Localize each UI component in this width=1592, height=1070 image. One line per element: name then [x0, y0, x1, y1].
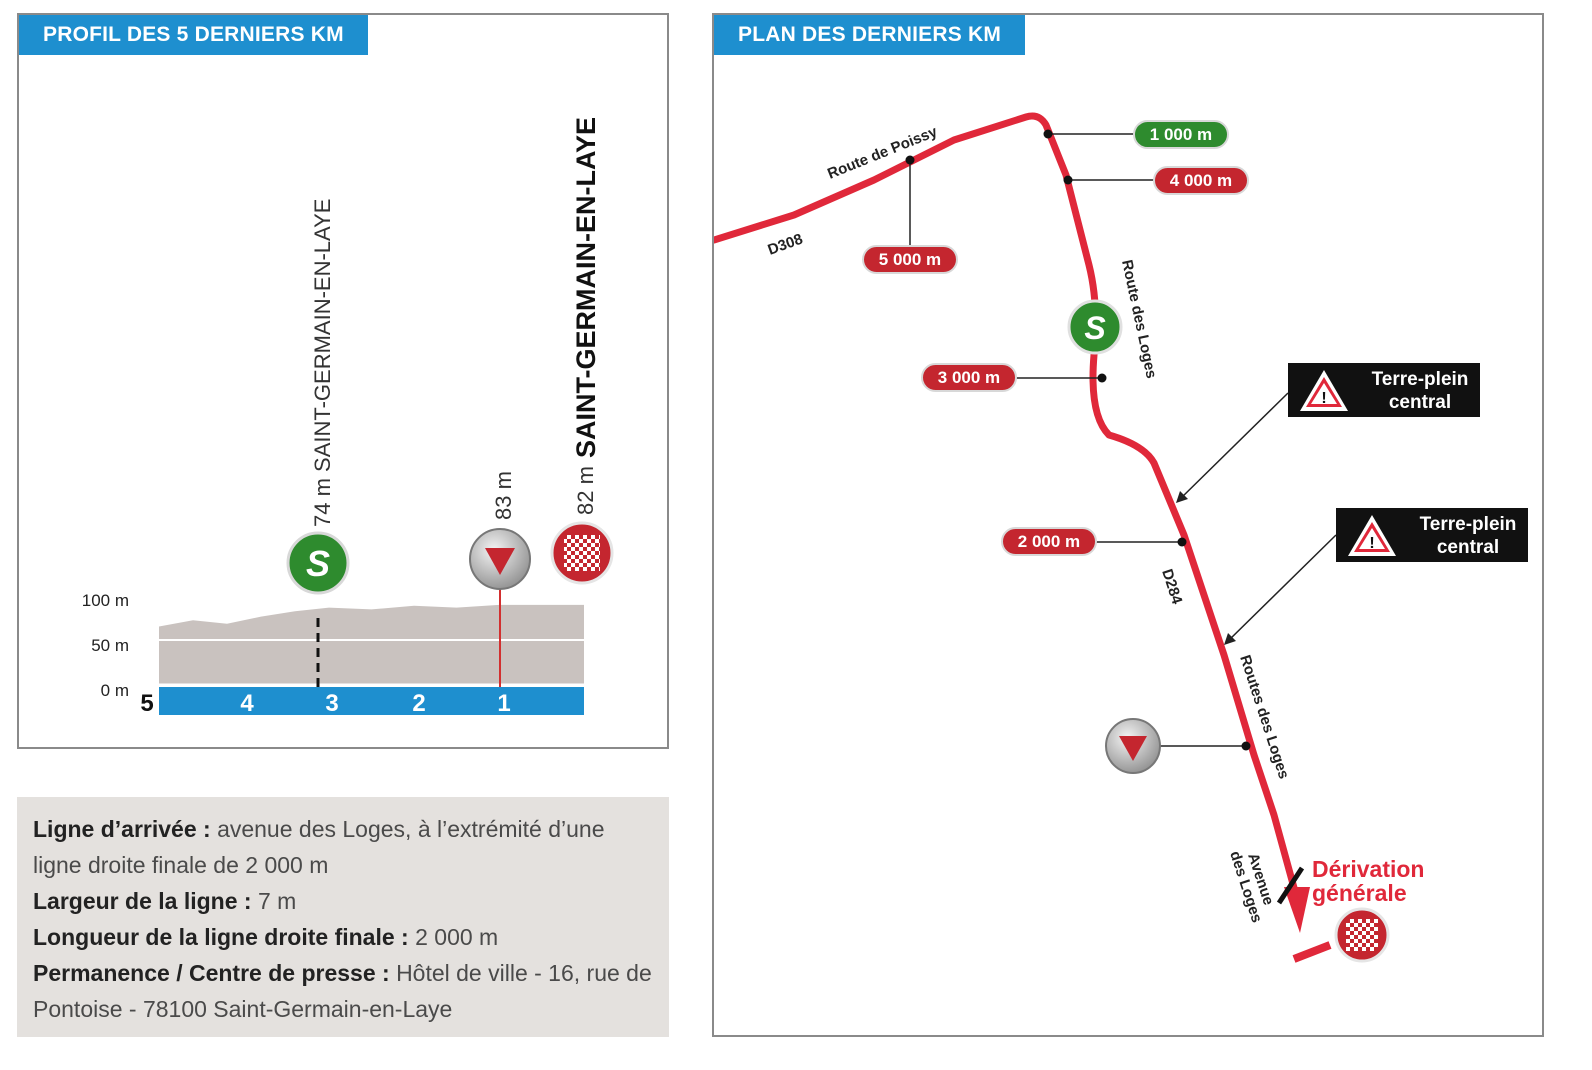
- distance-marker-3000-label: 3 000 m: [938, 368, 1000, 387]
- info-press-value: Hôtel de ville - 16, rue de Pontoise - 7…: [33, 960, 652, 1022]
- km-axis-band: [159, 687, 584, 715]
- y-label-0: 0 m: [101, 681, 129, 700]
- info-straight-length-label: Longueur de la ligne droite finale :: [33, 924, 409, 950]
- y-label-50: 50 m: [91, 636, 129, 655]
- km-label-4: 4: [240, 690, 254, 717]
- profile-panel: PROFIL DES 5 DERNIERS KM 100 m 50 m 0 m …: [17, 13, 669, 749]
- distance-marker-3000: 3 000 m: [921, 363, 1017, 392]
- info-press-label: Permanence / Centre de presse :: [33, 960, 390, 986]
- warning-1-line2: central: [1389, 392, 1451, 413]
- warning-2-pointer: [1225, 534, 1337, 644]
- sprint-badge: S: [286, 531, 350, 595]
- summit-badge: [469, 528, 531, 590]
- map-summit-badge: [1105, 718, 1161, 774]
- finish-altitude: 82 m: [573, 466, 598, 515]
- map-sprint-badge: S: [1067, 299, 1123, 355]
- warning-2-line1: Terre-plein: [1420, 514, 1517, 535]
- route-line: [714, 112, 1300, 899]
- summit-label: 83 m: [491, 471, 516, 520]
- profile-title: PROFIL DES 5 DERNIERS KM: [19, 15, 368, 55]
- road-label-d284: D284: [1158, 567, 1185, 607]
- warning-1-arrowhead: [1176, 491, 1188, 503]
- map-sprint-letter: S: [1084, 310, 1106, 346]
- road-label-route-des-loges: Route des Loges: [1118, 258, 1160, 380]
- warning-2-icon: !: [1348, 515, 1396, 556]
- map-panel: PLAN DES DERNIERS KM Route de Poissy D30…: [712, 13, 1544, 1037]
- info-straight-length: Longueur de la ligne droite finale : 2 0…: [33, 919, 653, 955]
- info-finish-line-label: Ligne d’arrivée :: [33, 816, 211, 842]
- y-label-100: 100 m: [82, 591, 129, 610]
- km-label-2: 2: [412, 690, 425, 717]
- info-line-width: Largeur de la ligne : 7 m: [33, 883, 653, 919]
- distance-marker-1000: 1 000 m: [1133, 120, 1229, 149]
- finish-name: SAINT-GERMAIN-EN-LAYE: [571, 117, 601, 458]
- map-finish-badge: [1334, 907, 1390, 963]
- warning-1-line1: Terre-plein: [1372, 369, 1469, 390]
- deviation-line2: générale: [1312, 880, 1407, 906]
- distance-marker-4000-label: 4 000 m: [1170, 171, 1232, 190]
- distance-marker-5000: 5 000 m: [862, 245, 958, 274]
- distance-marker-2000-label: 2 000 m: [1018, 532, 1080, 551]
- distance-marker-4000: 4 000 m: [1153, 166, 1249, 195]
- info-straight-length-value: 2 000 m: [415, 924, 499, 950]
- warning-box-2: ! Terre-plein central: [1224, 508, 1528, 645]
- km-label-3: 3: [325, 690, 338, 717]
- deviation-bar: [1276, 866, 1305, 905]
- warning-box-1: ! Terre-plein central: [1176, 363, 1480, 503]
- road-label-d308: D308: [766, 231, 806, 259]
- map-title: PLAN DES DERNIERS KM: [714, 15, 1026, 55]
- distance-marker-5000-label: 5 000 m: [879, 250, 941, 269]
- route-arrow: [1284, 887, 1310, 933]
- route-dots: [905, 129, 1251, 751]
- info-press: Permanence / Centre de presse : Hôtel de…: [33, 955, 653, 1027]
- info-line-width-value: 7 m: [257, 888, 297, 914]
- warning-1-symbol: !: [1321, 390, 1326, 407]
- info-finish-line: Ligne d’arrivée : avenue des Loges, à l’…: [33, 811, 653, 883]
- distance-marker-1000-label: 1 000 m: [1150, 125, 1212, 144]
- km-label-5: 5: [140, 690, 153, 717]
- info-line-width-label: Largeur de la ligne :: [33, 888, 252, 914]
- finish-bar: [1292, 941, 1332, 963]
- km-label-1: 1: [497, 690, 510, 717]
- warning-2-line2: central: [1437, 537, 1499, 558]
- warning-2-symbol: !: [1369, 535, 1374, 552]
- terrain-area: [159, 604, 584, 685]
- route-map: Route de Poissy D308 Route des Loges D28…: [714, 112, 1528, 963]
- sprint-letter: S: [306, 543, 330, 584]
- distance-marker-2000: 2 000 m: [1001, 527, 1097, 556]
- warning-1-pointer: [1177, 392, 1289, 502]
- finish-badge: [550, 521, 614, 585]
- profile-chart: 100 m 50 m 0 m 5 4 3 2 1 S 74 m SAINT-GE…: [82, 117, 614, 717]
- sprint-label: 74 m SAINT-GERMAIN-EN-LAYE: [310, 199, 335, 527]
- info-finish-line-value: avenue des Loges, à l’extrémité d’une li…: [33, 816, 605, 878]
- leader-lines: [909, 133, 1246, 747]
- deviation-line1: Dérivation: [1312, 856, 1424, 882]
- warning-1-icon: !: [1300, 370, 1348, 411]
- finish-info-box: Ligne d’arrivée : avenue des Loges, à l’…: [17, 797, 669, 1037]
- warning-2-arrowhead: [1224, 633, 1236, 645]
